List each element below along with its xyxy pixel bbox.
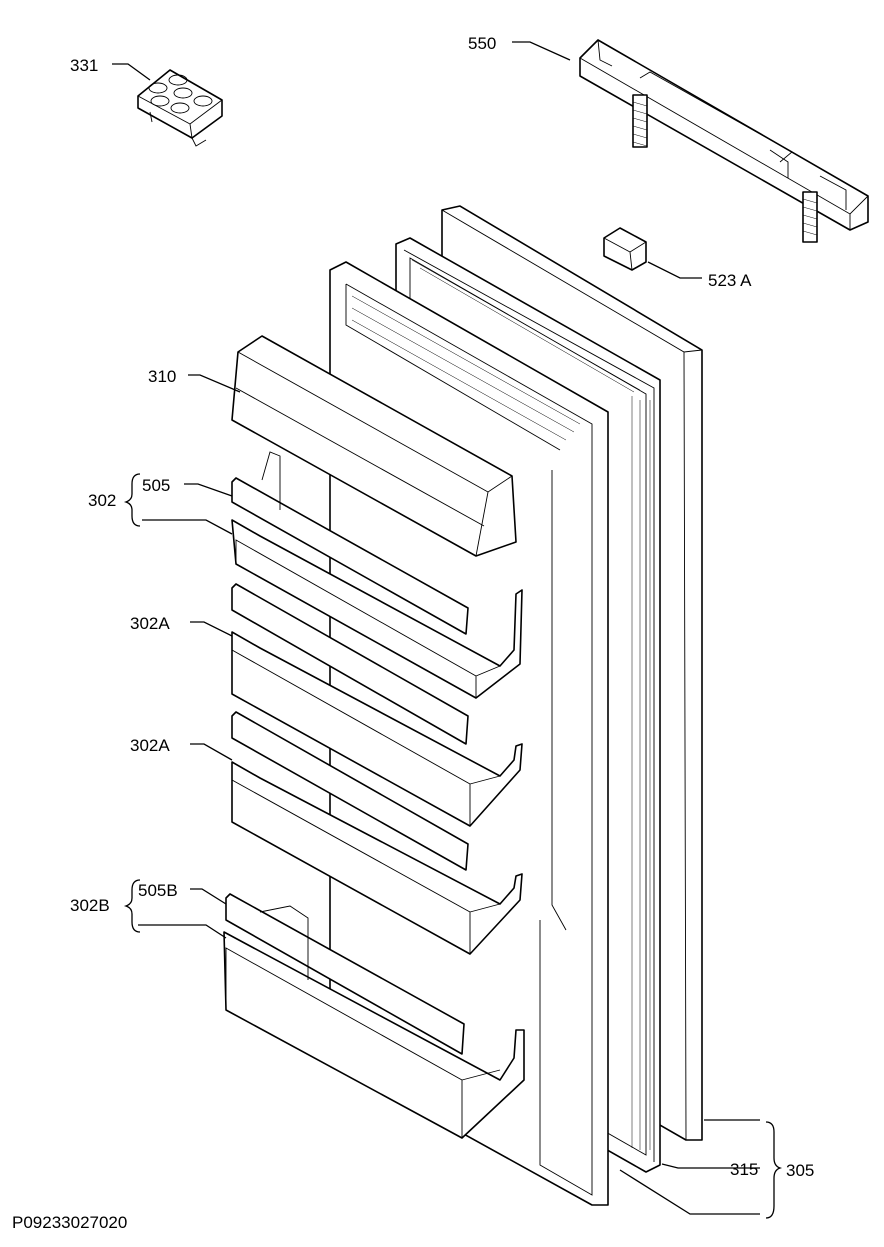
callout-labels: 331 550 523 A 310 302 505 302A 302A 302B… xyxy=(70,34,814,1180)
label-305: 305 xyxy=(786,1161,814,1180)
label-302b: 302B xyxy=(70,896,110,915)
door-shelf-302 xyxy=(231,451,523,699)
leader-lines xyxy=(112,41,783,1219)
label-550: 550 xyxy=(468,34,496,53)
label-302a-2: 302A xyxy=(130,736,170,755)
label-302: 302 xyxy=(88,491,116,510)
label-505b: 505B xyxy=(138,881,178,900)
bottle-shelf-302b xyxy=(223,893,525,1139)
label-310: 310 xyxy=(148,367,176,386)
label-523a: 523 A xyxy=(708,271,752,290)
dairy-lid-part xyxy=(231,335,517,557)
hinge-bar-part xyxy=(579,39,869,243)
hinge-block-part xyxy=(603,227,647,271)
label-315: 315 xyxy=(730,1160,758,1179)
label-505: 505 xyxy=(142,476,170,495)
egg-tray-part xyxy=(137,69,223,147)
label-331: 331 xyxy=(70,56,98,75)
label-302a-1: 302A xyxy=(130,614,170,633)
drawing-id: P09233027020 xyxy=(12,1213,127,1232)
door-shelf-302a-1 xyxy=(231,583,523,827)
door-shelf-302a-2 xyxy=(231,711,523,955)
